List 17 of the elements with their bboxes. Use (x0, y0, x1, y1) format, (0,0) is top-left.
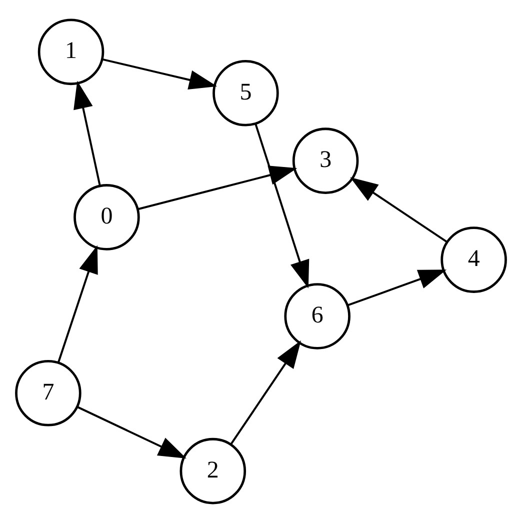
node-circle: 2 (180, 437, 246, 504)
arrow (254, 123, 310, 288)
arrow (57, 244, 98, 362)
node-circle: 3 (292, 127, 359, 194)
arrow (102, 58, 218, 89)
arrow (138, 165, 298, 210)
arrow (74, 80, 101, 186)
arrow (77, 406, 186, 458)
node-circle: 1 (38, 18, 104, 85)
node-circle: 4 (440, 226, 507, 292)
node-circle: 6 (284, 282, 350, 349)
node-circle: 7 (15, 360, 82, 426)
node-circle: 5 (212, 60, 279, 126)
arrow (350, 176, 448, 242)
node-circle: 0 (74, 184, 140, 250)
arrow (230, 340, 302, 444)
arrow (347, 269, 447, 306)
